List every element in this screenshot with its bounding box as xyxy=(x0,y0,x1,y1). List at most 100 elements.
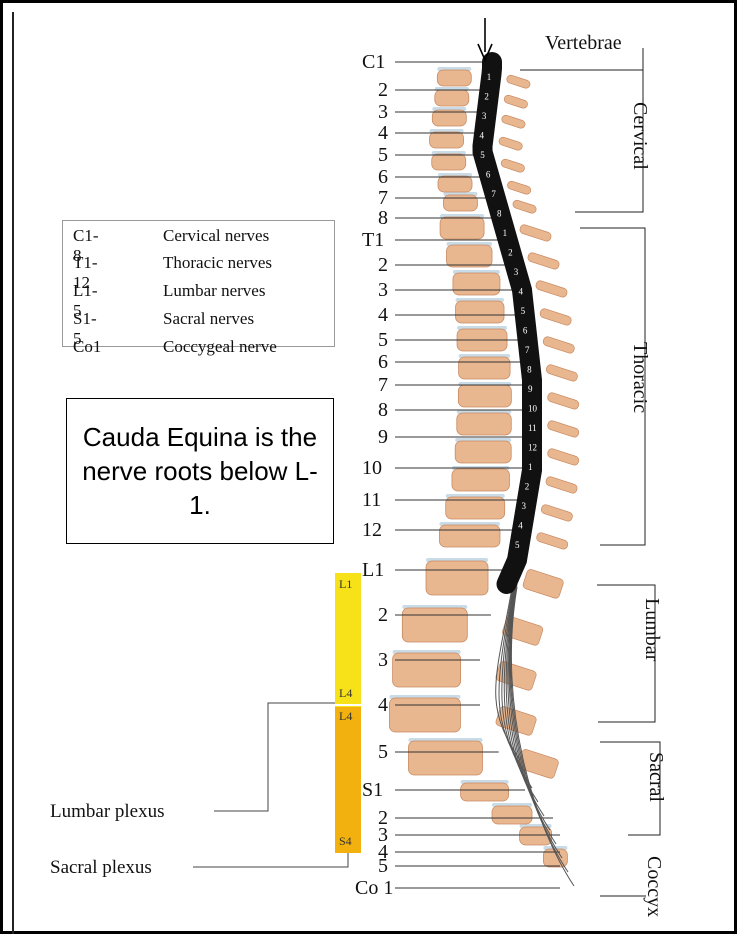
nerve-label: 3 xyxy=(378,649,388,671)
spinous-process xyxy=(545,476,578,494)
coccyx-label: Coccyx xyxy=(643,856,665,917)
spinous-process xyxy=(506,74,531,89)
spinous-process xyxy=(512,199,537,214)
vertebral-body xyxy=(455,441,511,463)
legend-desc: Lumbar nerves xyxy=(163,281,265,301)
nerve-label: 2 xyxy=(378,79,388,101)
lumbar-plexus-label: Lumbar plexus xyxy=(50,801,165,822)
cord-segment-label: 5 xyxy=(515,540,520,550)
vertebral-body xyxy=(456,301,505,323)
spinous-process xyxy=(503,94,528,109)
cord-segment-label: 6 xyxy=(523,326,528,336)
nerve-label: 10 xyxy=(362,457,382,479)
thoracic-label: Thoracic xyxy=(629,342,651,413)
cervical-bracket xyxy=(520,70,643,212)
cord-segment-label: 2 xyxy=(484,92,489,102)
vertebral-body xyxy=(443,195,477,211)
legend-desc: Cervical nerves xyxy=(163,226,269,246)
spinous-process xyxy=(545,364,578,382)
vertebral-body xyxy=(393,653,461,687)
vertebral-body xyxy=(447,245,493,267)
nerve-label: 8 xyxy=(378,399,388,421)
spinous-process xyxy=(501,114,526,129)
vertebral-body xyxy=(440,217,484,239)
cord-segment-label: 4 xyxy=(479,131,484,141)
nerve-label: 11 xyxy=(362,489,381,511)
nerve-label: C1 xyxy=(362,51,385,73)
cervical-label: Cervical xyxy=(629,102,651,170)
spinous-process xyxy=(542,336,575,354)
cord-segment-label: 4 xyxy=(518,521,523,531)
vertebral-body xyxy=(432,154,466,170)
sacral-plexus-label: Sacral plexus xyxy=(50,857,152,878)
vertebral-body xyxy=(458,385,511,407)
cord-segment-label: 11 xyxy=(528,423,537,433)
nerve-label: 5 xyxy=(378,855,388,877)
cord-segment-label: 3 xyxy=(514,267,519,277)
sacral-plexus-leader xyxy=(193,853,348,867)
cord-segment-label: 10 xyxy=(528,404,538,414)
vertebral-body xyxy=(435,90,469,106)
spinous-process xyxy=(522,568,564,599)
nerve-label: L1 xyxy=(362,559,384,581)
cord-segment-label: 4 xyxy=(519,287,524,297)
sacral-label: Sacral xyxy=(645,752,667,802)
spinous-process xyxy=(495,660,537,691)
vertebral-body xyxy=(461,783,509,801)
spinous-process xyxy=(536,532,569,550)
plexus-bar-l4-bottom: L4 xyxy=(339,709,352,723)
spinous-process xyxy=(527,252,560,270)
nerve-label: S1 xyxy=(362,779,383,801)
nerve-label: 6 xyxy=(378,351,388,373)
nerve-label: 12 xyxy=(362,519,382,541)
vertebral-body xyxy=(459,357,511,379)
spinous-process xyxy=(547,392,580,410)
lumbar-label: Lumbar xyxy=(641,598,663,662)
nerve-label: 2 xyxy=(378,254,388,276)
legend-code: Co1 xyxy=(73,337,101,357)
nerve-label: 9 xyxy=(378,426,388,448)
vertebral-body xyxy=(437,70,471,86)
cauda-equina-note-box: Cauda Equina is the nerve roots below L-… xyxy=(66,398,334,544)
vertebral-body xyxy=(430,132,464,148)
nerve-label: 7 xyxy=(378,187,388,209)
nerve-label: Co 1 xyxy=(355,877,393,899)
legend-desc: Sacral nerves xyxy=(163,309,254,329)
cord-segment-label: 9 xyxy=(528,384,533,394)
cord-segment-label: 3 xyxy=(522,501,527,511)
plexus-bar-l4-top: L4 xyxy=(339,686,352,700)
lumbar-plexus-leader xyxy=(214,703,335,811)
plexus-bar-l1: L1 xyxy=(339,577,352,591)
nerve-label: T1 xyxy=(362,229,384,251)
cord-segment-label: 5 xyxy=(521,306,526,316)
spinous-process xyxy=(539,308,572,326)
plexus-bar-s4: S4 xyxy=(339,834,352,848)
vertebral-body xyxy=(402,608,467,642)
nerve-label: 7 xyxy=(378,374,388,396)
vertebral-body xyxy=(457,413,512,435)
nerve-label: 5 xyxy=(378,329,388,351)
nerve-label: 5 xyxy=(378,741,388,763)
nerve-label: 3 xyxy=(378,101,388,123)
cord-segment-label: 1 xyxy=(503,228,508,238)
vertebrae-label: Vertebrae xyxy=(545,32,622,54)
cord-segment-label: 7 xyxy=(491,189,496,199)
nerve-label: 4 xyxy=(378,304,388,326)
cord-segment-label: 2 xyxy=(525,482,530,492)
legend-desc: Thoracic nerves xyxy=(163,253,272,273)
cord-segment-label: 3 xyxy=(482,111,487,121)
spinous-process xyxy=(547,448,580,466)
cord-segment-label: 1 xyxy=(528,462,533,472)
cord-segment-label: 8 xyxy=(497,209,502,219)
nerve-label: 5 xyxy=(378,144,388,166)
cauda-equina-note-text: Cauda Equina is the nerve roots below L-… xyxy=(67,420,333,522)
spinous-process xyxy=(500,158,525,173)
cord-segment-label: 7 xyxy=(525,345,530,355)
spinous-process xyxy=(506,180,531,195)
cord-segment-label: 1 xyxy=(487,72,492,82)
nerve-label: 6 xyxy=(378,166,388,188)
vertebral-body xyxy=(426,561,488,595)
nerve-label: 8 xyxy=(378,207,388,229)
vertebral-body xyxy=(492,806,532,824)
